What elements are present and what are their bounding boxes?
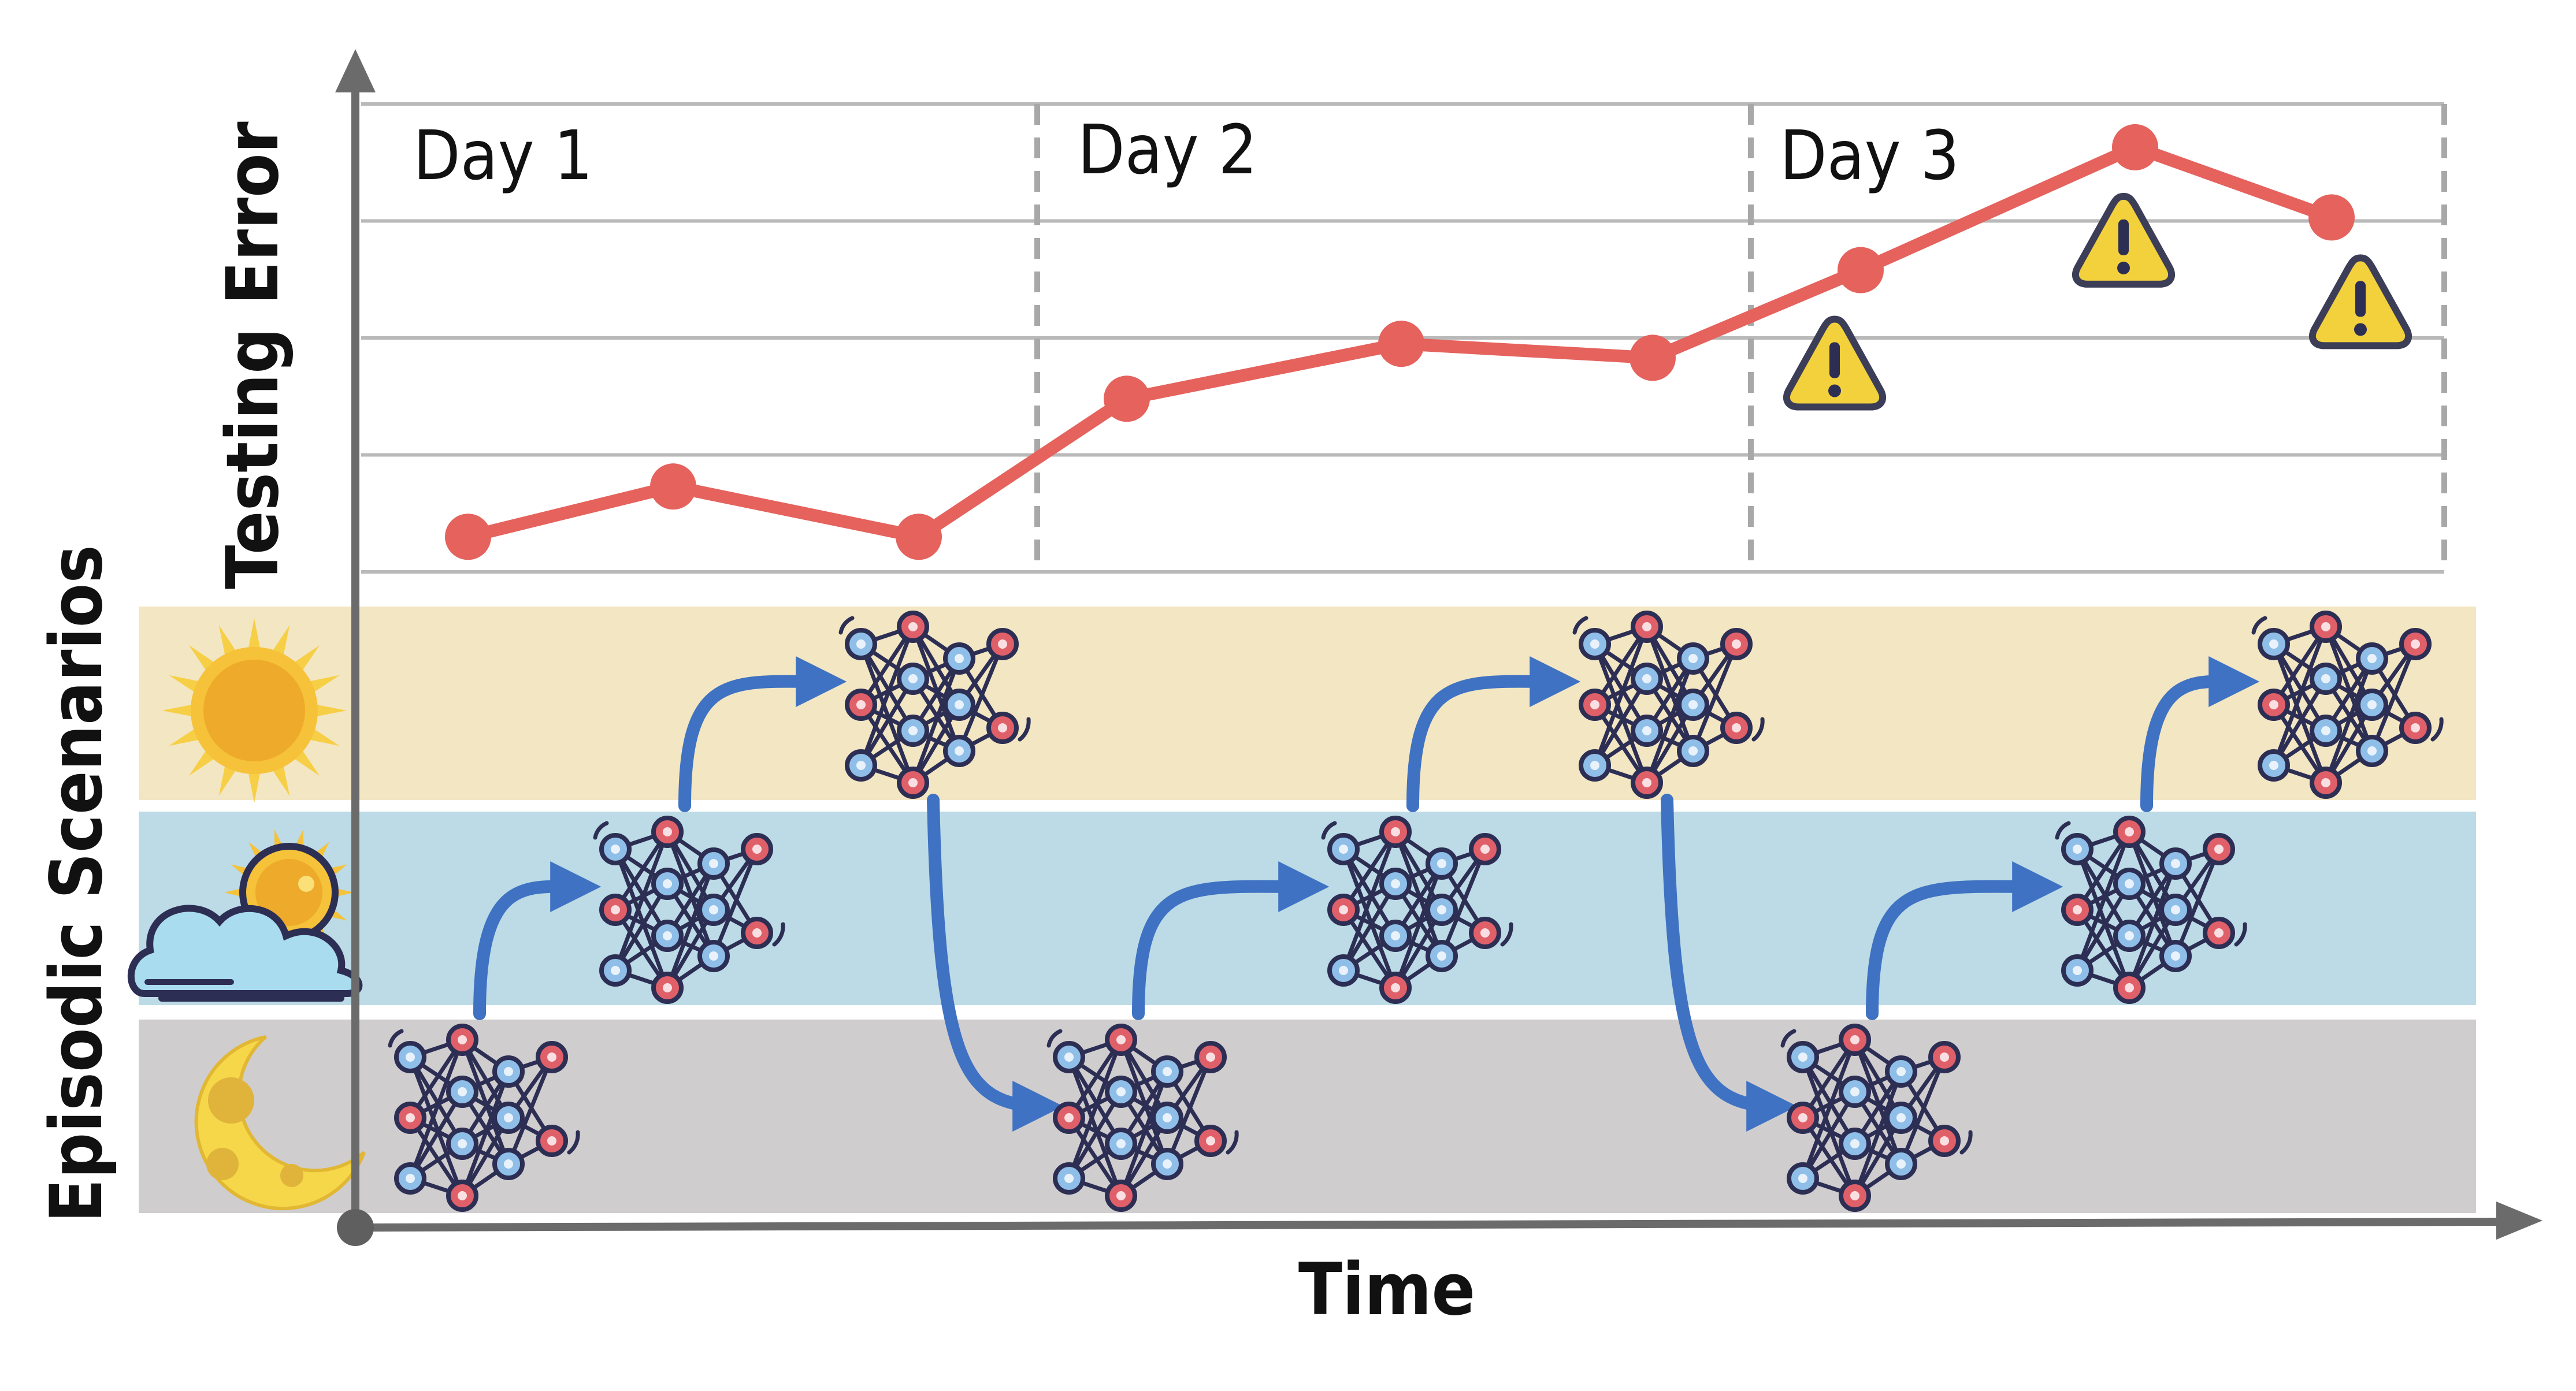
transition-arrow <box>2140 656 2260 812</box>
data-point <box>896 514 942 560</box>
neural-network-icon <box>2055 816 2247 1004</box>
neural-network-icon <box>838 611 1031 799</box>
data-point <box>2112 124 2158 170</box>
transition-arrow <box>473 861 602 1020</box>
data-point <box>1104 375 1150 422</box>
transition-arrow <box>1406 656 1581 812</box>
x-axis-arrowhead <box>2496 1202 2542 1240</box>
data-point <box>445 514 491 560</box>
neural-network-icon <box>1572 611 1765 799</box>
warnings <box>1783 192 2412 411</box>
band-axis-title: Episodic Scenarios <box>35 545 118 1223</box>
axes <box>335 49 2542 1246</box>
transition-arrow <box>678 656 847 812</box>
y-axis-arrowhead <box>335 49 376 92</box>
neural-networks <box>388 611 2444 1212</box>
neural-network-icon <box>1321 816 1513 1004</box>
data-point <box>1378 321 1424 367</box>
sun-icon <box>162 618 347 803</box>
x-axis-line <box>355 1218 2508 1232</box>
day-1-label: Day 1 <box>413 116 593 195</box>
warning-icon <box>2308 254 2412 349</box>
neural-network-icon <box>1780 1024 1973 1212</box>
transition-arrows <box>473 656 2260 1132</box>
warning-icon <box>2072 192 2176 288</box>
data-point <box>650 463 696 510</box>
transition-arrow <box>1132 861 1330 1020</box>
chart-grid <box>361 102 2447 574</box>
day-2-label: Day 2 <box>1078 110 1257 189</box>
neural-network-icon <box>593 816 785 1004</box>
transition-arrow <box>927 794 1064 1132</box>
neural-network-icon <box>1046 1024 1239 1212</box>
cloud-sun-icon <box>127 829 363 1002</box>
warning-icon <box>1783 315 1887 411</box>
y-axis-title: Testing Error <box>211 121 295 589</box>
neural-network-icon <box>388 1024 580 1212</box>
day-3-label: Day 3 <box>1780 116 1959 195</box>
scenario-band-sunny <box>139 607 2476 800</box>
neural-network-icon <box>2251 611 2444 799</box>
x-axis-title: Time <box>1298 1248 1475 1332</box>
data-point <box>2308 194 2355 241</box>
moon-icon <box>194 1035 366 1211</box>
transition-arrow <box>1661 794 1798 1132</box>
error-series <box>445 124 2355 560</box>
transition-arrow <box>1866 861 2063 1020</box>
data-point <box>1630 334 1676 381</box>
axis-origin <box>337 1209 374 1246</box>
data-point <box>1838 247 1884 293</box>
